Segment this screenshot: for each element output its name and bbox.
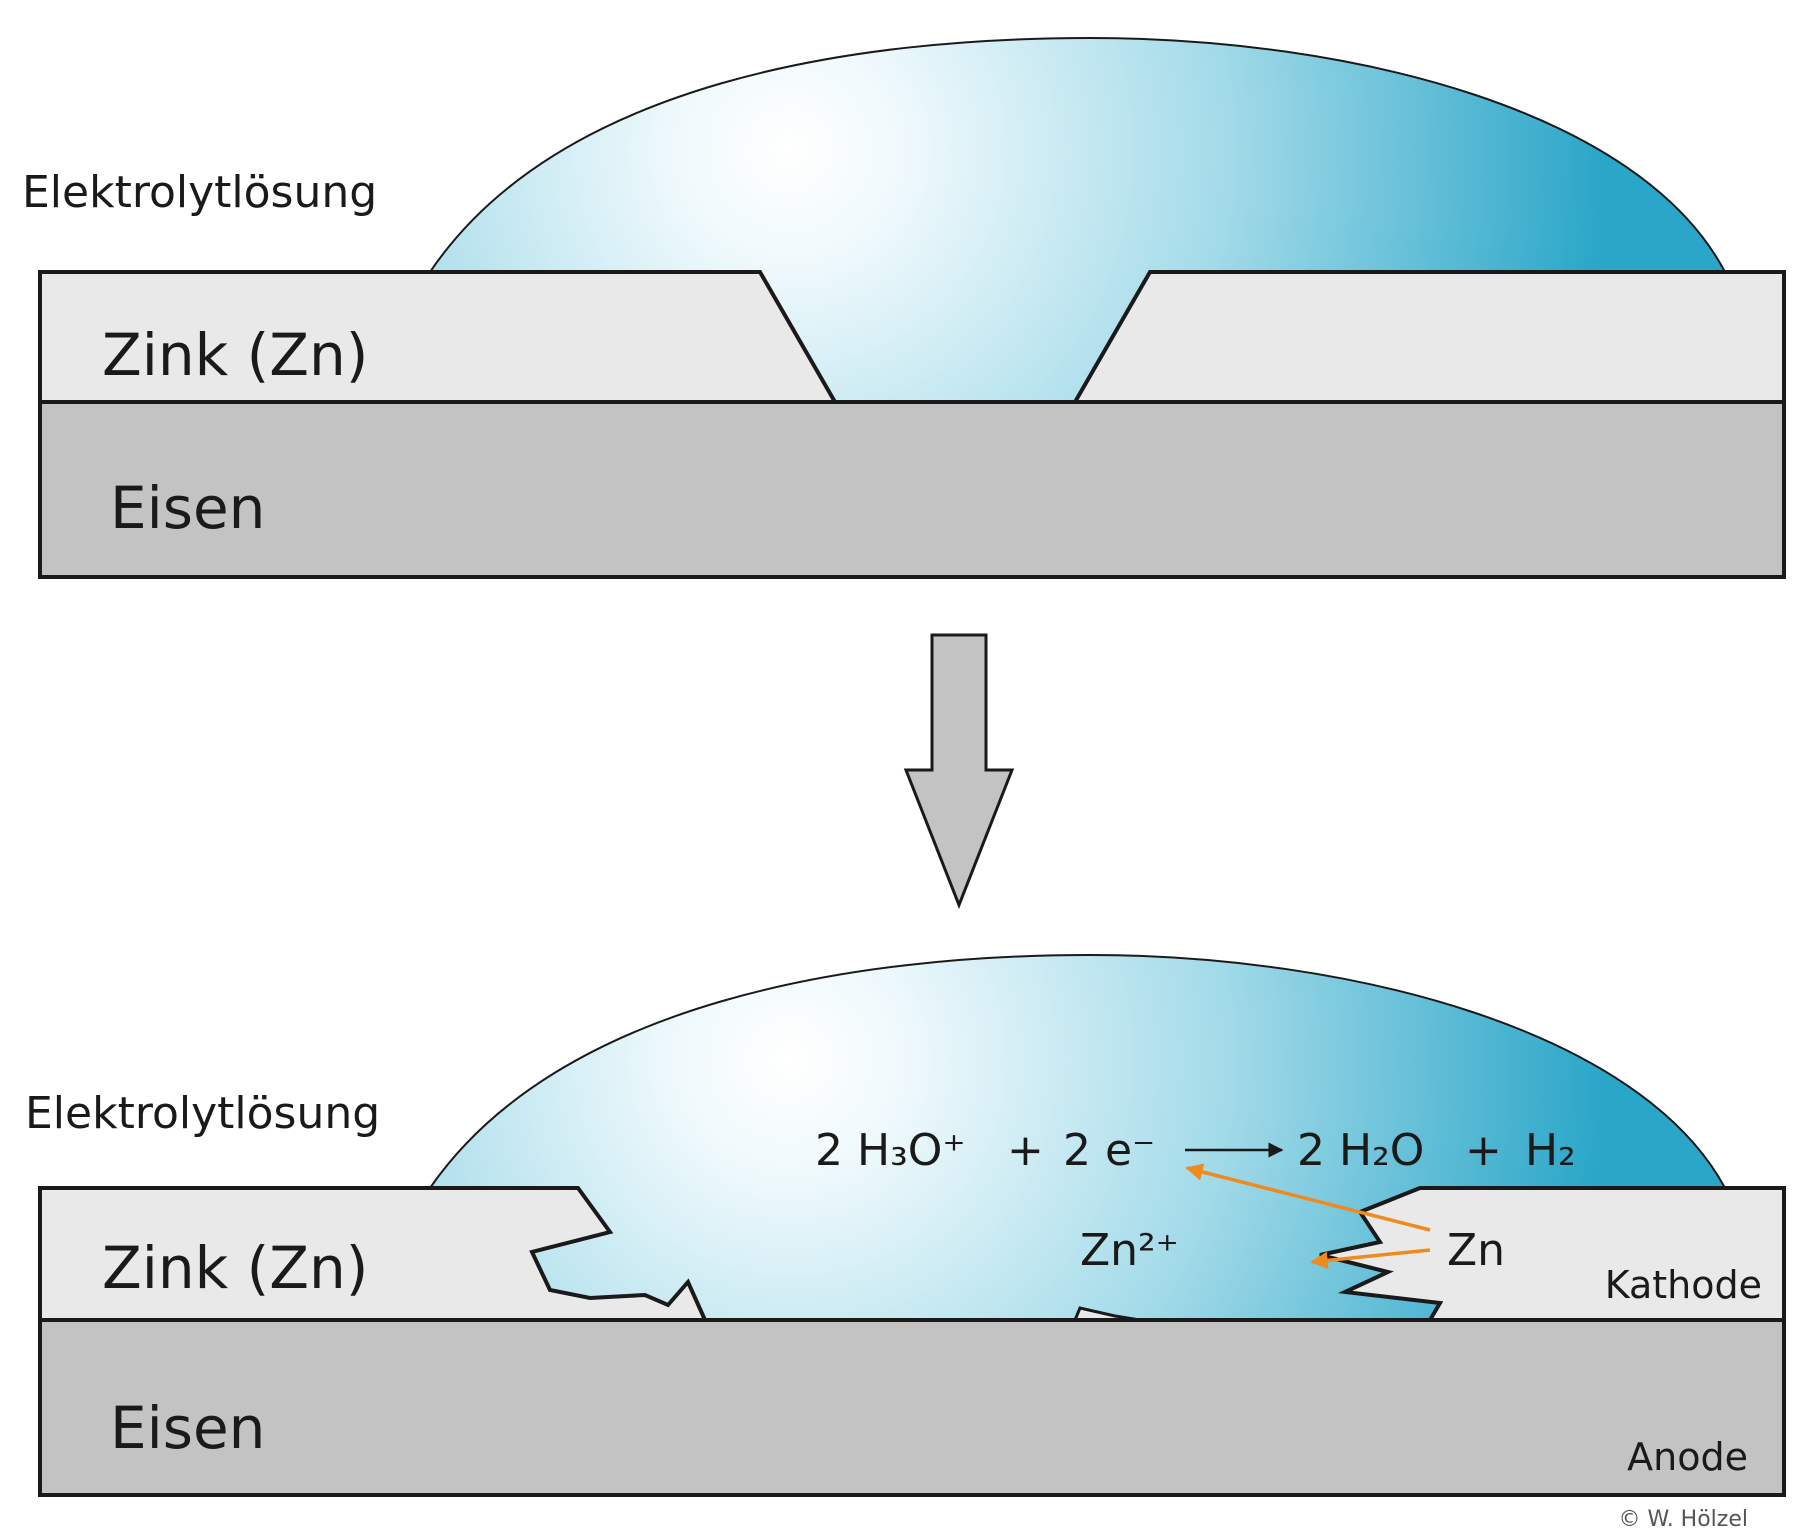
bottom-panel: 2 H₃O⁺ + 2 e⁻ 2 H₂O + H₂ Zn²⁺ Zn Elektro…	[25, 953, 1786, 1497]
zinc-atom-label: Zn	[1447, 1225, 1505, 1276]
copyright-notice: © W. Hölzel	[1618, 1507, 1748, 1532]
top-electrolyte-label: Elektrolytlösung	[22, 167, 377, 218]
reaction-equation: 2 H₃O⁺ + 2 e⁻ 2 H₂O + H₂	[815, 1125, 1576, 1176]
cathode-label: Kathode	[1605, 1263, 1762, 1307]
bottom-zinc-right-outline	[1319, 1186, 1786, 1322]
top-zinc-layer	[40, 272, 1784, 402]
reactant-hydronium: 2 H₃O⁺	[815, 1125, 966, 1176]
process-down-arrow	[903, 633, 1015, 910]
top-zinc-outline	[38, 270, 1786, 403]
bottom-electrolyte-label: Elektrolytlösung	[25, 1088, 380, 1139]
reactant-electrons: 2 e⁻	[1063, 1125, 1155, 1176]
top-iron-label: Eisen	[110, 474, 265, 542]
top-panel: Elektrolytlösung Zink (Zn) Eisen	[22, 36, 1786, 579]
top-zinc-label: Zink (Zn)	[102, 321, 368, 389]
bottom-zinc-right	[1320, 1188, 1784, 1320]
product-water: 2 H₂O	[1297, 1125, 1424, 1176]
zinc-ion-label: Zn²⁺	[1080, 1225, 1179, 1276]
anode-label: Anode	[1627, 1435, 1748, 1479]
electron-flow-arrow-lower	[1310, 1248, 1431, 1270]
bottom-iron-label: Eisen	[110, 1394, 265, 1462]
bottom-zinc-label: Zink (Zn)	[102, 1234, 368, 1302]
bottom-zinc-left-outline	[38, 1186, 707, 1321]
top-iron-layer	[38, 400, 1786, 579]
bottom-iron-layer	[38, 1318, 1786, 1497]
top-electrolyte-drop	[428, 36, 1727, 403]
reaction-plus-1: +	[1007, 1125, 1044, 1176]
electron-flow-arrow-upper	[1185, 1163, 1431, 1232]
reaction-plus-2: +	[1465, 1125, 1502, 1176]
product-hydrogen: H₂	[1525, 1125, 1576, 1176]
bottom-zinc-left	[40, 1188, 705, 1320]
